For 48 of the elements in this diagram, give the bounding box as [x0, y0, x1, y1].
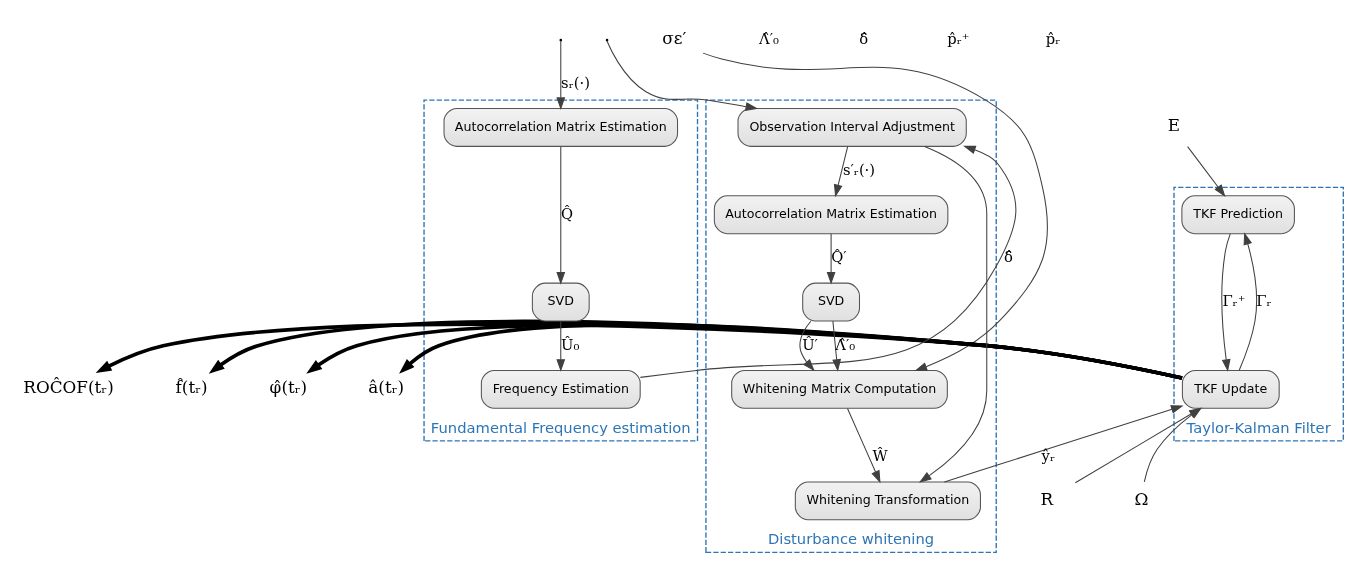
arrow	[556, 40, 566, 110]
arrow	[606, 40, 759, 111]
edge-label: δ̂	[1003, 248, 1013, 266]
arrow	[826, 233, 836, 285]
label: Λ̂′₀	[759, 30, 779, 48]
edge-label: s′ᵣ(·)	[842, 160, 876, 178]
node-text: Ω	[1134, 488, 1149, 509]
arrow	[556, 146, 566, 285]
node-box: SVD	[531, 282, 590, 322]
edge-label: Q̂′	[831, 248, 847, 266]
label: δ̂	[859, 30, 869, 48]
node-box: TKF Update	[1181, 369, 1280, 409]
node-text: φ̂(tᵣ)	[269, 377, 308, 398]
edge-label: Γᵣ	[1256, 291, 1272, 309]
arrow	[1187, 146, 1226, 197]
arrow	[556, 320, 566, 372]
label: p̂ᵣ	[1045, 30, 1061, 48]
edge-label: Û₀	[561, 335, 580, 353]
node-text: σε′	[662, 28, 687, 49]
edge-label: Γᵣ⁺	[1222, 291, 1246, 309]
node-text: E	[1167, 115, 1181, 136]
node-text: f̂(tᵣ)	[175, 377, 208, 398]
node-box: Autocorrelation Matrix Estimation	[713, 195, 949, 235]
node-box: Observation Interval Adjustment	[737, 108, 967, 147]
node-box: TKF Prediction	[1181, 195, 1295, 235]
arrow	[639, 145, 1017, 378]
node-box: Whitening Matrix Computation	[731, 369, 948, 409]
arrow	[918, 145, 988, 483]
node-text: â(tᵣ)	[368, 377, 405, 398]
node-box: Whitening Transformation	[794, 481, 981, 521]
label: p̂ᵣ⁺	[947, 30, 970, 48]
arrow	[832, 320, 842, 372]
node-box: SVD	[802, 282, 861, 322]
arrow	[846, 407, 881, 484]
edge-label: Û′	[802, 335, 818, 353]
edge-label: Λ̂′₀	[835, 335, 856, 353]
arrow	[1221, 233, 1231, 372]
arrow	[1238, 232, 1258, 371]
node-text: R	[1040, 488, 1054, 509]
arrow	[943, 405, 1184, 483]
edge-label: Ŵ	[872, 447, 888, 465]
edge-label: Q̂	[561, 204, 574, 222]
edge-label: ŷᵣ	[1041, 447, 1056, 465]
node-box: Frequency Estimation	[480, 369, 641, 409]
arrow	[833, 146, 849, 198]
edge-label: sᵣ(·)	[561, 73, 590, 91]
node-box: Autocorrelation Matrix Estimation	[443, 108, 679, 147]
node-text: ROĈOF(tᵣ)	[23, 377, 114, 398]
